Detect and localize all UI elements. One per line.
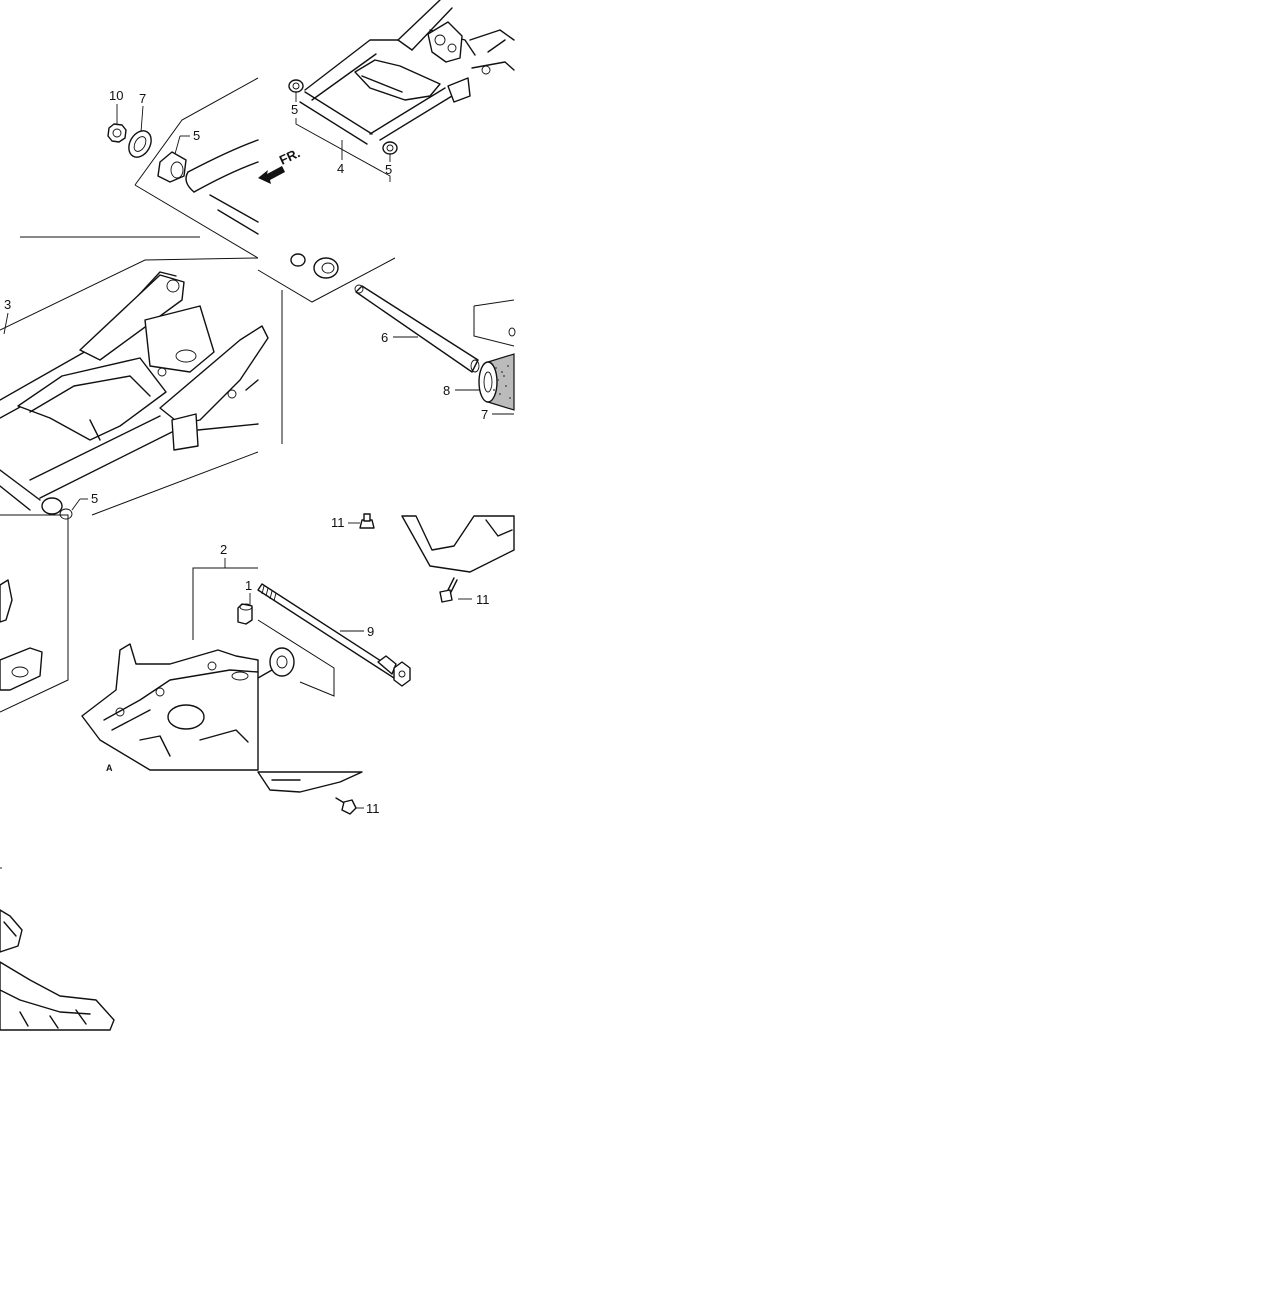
callout-3: 3 xyxy=(4,297,11,312)
panel-lower-right: 11 11 9 xyxy=(257,513,515,816)
view-mark: A xyxy=(106,763,113,773)
callout-1: 1 xyxy=(245,578,252,593)
bolt-11-bottom xyxy=(335,797,357,815)
panel-middle-right: 6 8 7 xyxy=(257,253,516,444)
bushing-5-upper xyxy=(288,79,304,93)
seal-7 xyxy=(128,130,152,158)
front-direction-label: FR. xyxy=(277,145,302,167)
callout-7-lower: 7 xyxy=(481,407,488,422)
bolt-11-top xyxy=(359,513,375,529)
bushing-5-lower xyxy=(382,141,398,155)
callout-11-top: 11 xyxy=(331,515,345,530)
panel-top-right: 5 4 5 xyxy=(288,0,515,182)
callout-8: 8 xyxy=(443,383,450,398)
callout-2: 2 xyxy=(220,542,227,557)
nut-10 xyxy=(107,123,127,143)
callout-10: 10 xyxy=(109,88,123,103)
bolt-11-right xyxy=(439,577,458,603)
panel-lower-left xyxy=(0,514,69,713)
callout-4: 4 xyxy=(337,161,344,176)
front-arrow: FR. xyxy=(258,145,302,184)
needle-bearing-8 xyxy=(478,353,515,411)
bolt-9 xyxy=(257,583,411,687)
callout-5-lower: 5 xyxy=(385,162,392,177)
callout-11-bottom: 11 xyxy=(366,801,380,816)
panel-top-left: FR. 10 7 5 xyxy=(107,77,302,259)
callout-11-right: 11 xyxy=(476,592,490,607)
panel-lower-middle: A 2 1 xyxy=(81,542,259,773)
callout-5-bottom: 5 xyxy=(91,491,98,506)
callout-5-upper: 5 xyxy=(291,102,298,117)
callout-9: 9 xyxy=(367,624,374,639)
bushing-5 xyxy=(157,151,187,183)
panel-bottom-left xyxy=(0,867,115,1031)
callout-5: 5 xyxy=(193,128,200,143)
callout-6: 6 xyxy=(381,330,388,345)
panel-middle-left: 3 5 xyxy=(0,236,269,520)
collar-1 xyxy=(237,603,253,625)
callout-7: 7 xyxy=(139,91,146,106)
